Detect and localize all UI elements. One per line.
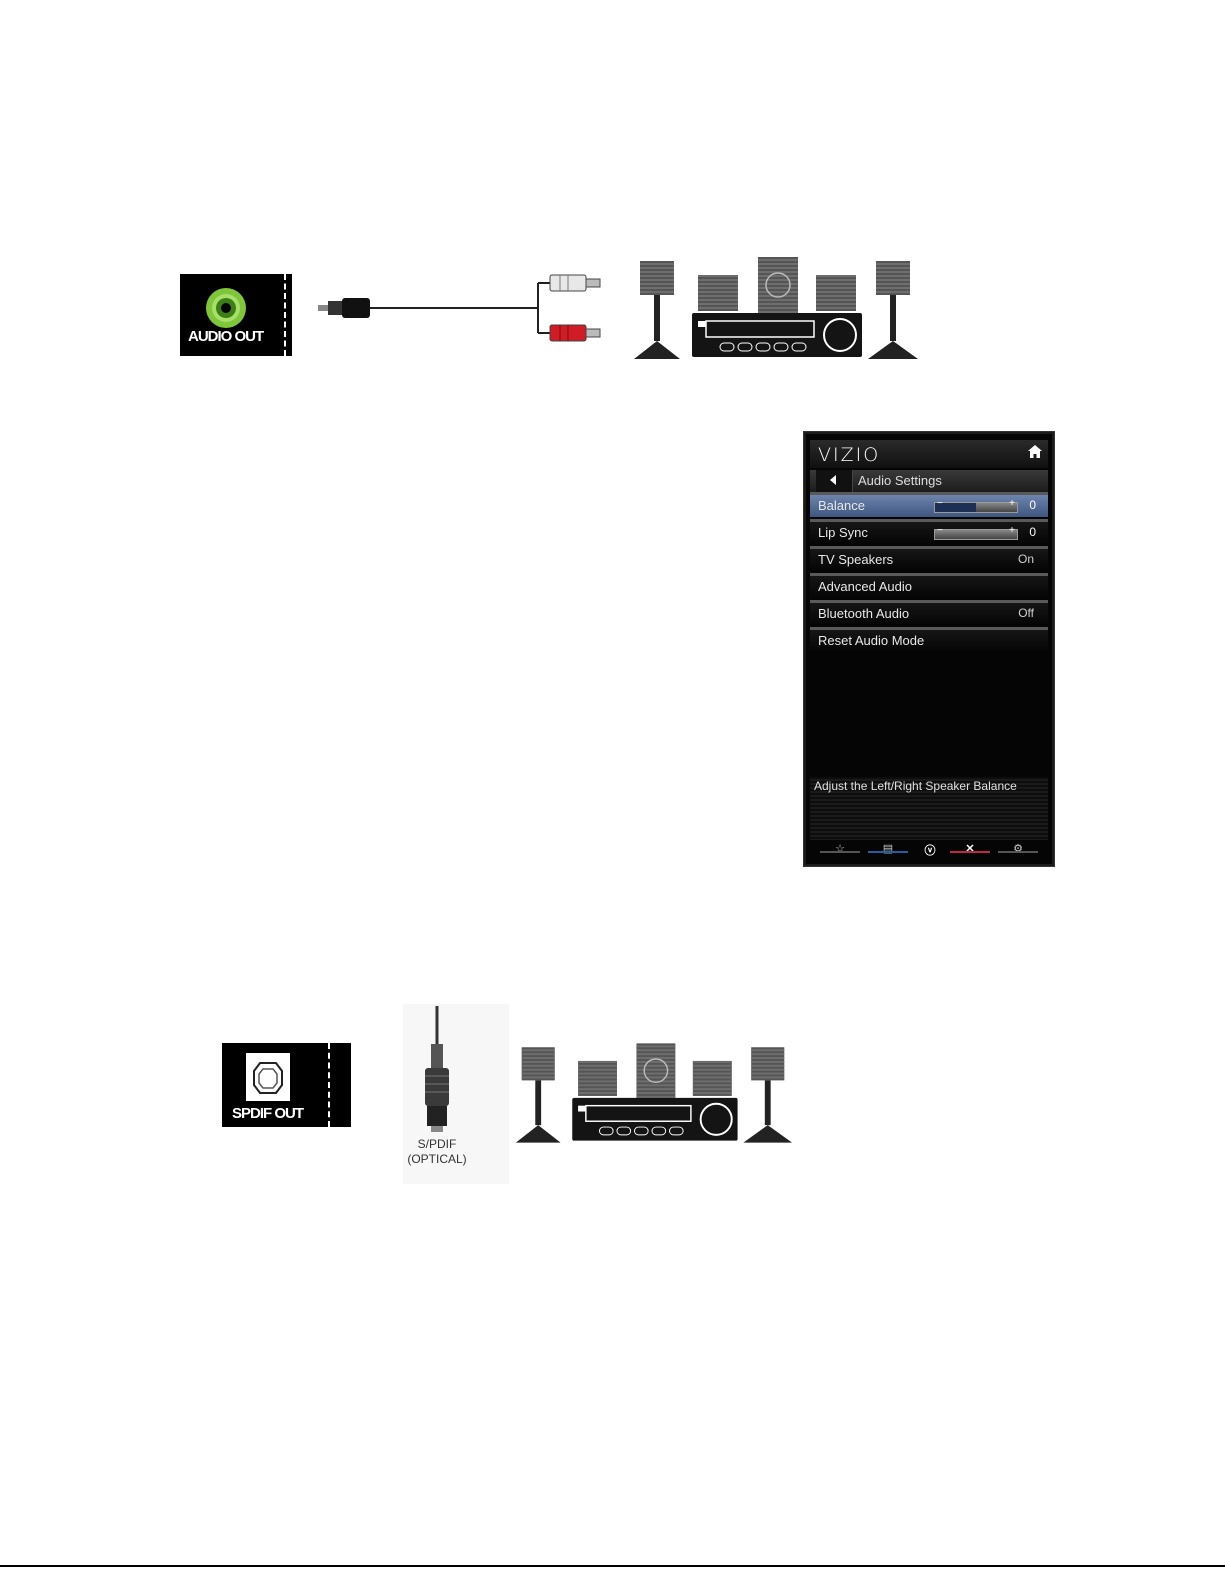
- menu-item-reset-audio-mode[interactable]: Reset Audio Mode: [810, 627, 1048, 652]
- minus-icon: −: [937, 525, 943, 536]
- bar-underline: [998, 851, 1038, 853]
- tv-speakers-value: On: [1018, 552, 1034, 566]
- menu-item-advanced-audio[interactable]: Advanced Audio: [810, 573, 1048, 598]
- caption-line-1: S/PDIF: [403, 1137, 471, 1152]
- lip-sync-value: 0: [1029, 525, 1036, 539]
- spdif-out-label: SPDIF OUT: [232, 1105, 303, 1122]
- bar-underline: [950, 851, 990, 853]
- rca-cable-diagram: [316, 268, 606, 348]
- menu-item-label: Lip Sync: [818, 525, 868, 540]
- cut-edge: [284, 274, 286, 356]
- home-theater-system-icon: [628, 255, 920, 363]
- menu-item-balance[interactable]: Balance − + 0: [810, 492, 1048, 517]
- audio-out-port-card: AUDIO OUT: [180, 274, 292, 356]
- menu-item-tv-speakers[interactable]: TV Speakers On: [810, 546, 1048, 571]
- menu-item-label: TV Speakers: [818, 552, 893, 567]
- balance-slider[interactable]: − +: [934, 502, 1018, 513]
- exit-icon[interactable]: ✕: [950, 842, 990, 855]
- plus-icon: +: [1009, 498, 1015, 509]
- caption-line-2: (OPTICAL): [403, 1152, 471, 1167]
- plus-icon: +: [1009, 525, 1015, 536]
- minus-icon: −: [937, 498, 943, 509]
- vizio-audio-settings-menu: VIZIO Audio Settings Balance − + 0 Lip S…: [803, 431, 1055, 867]
- audio-jack-icon: [204, 286, 248, 330]
- bluetooth-audio-value: Off: [1018, 606, 1034, 620]
- help-text: Adjust the Left/Right Speaker Balance: [814, 779, 1017, 793]
- help-text-panel: Adjust the Left/Right Speaker Balance: [810, 777, 1048, 841]
- page-footer-rule: [0, 1565, 1225, 1567]
- audio-out-label: AUDIO OUT: [188, 328, 263, 345]
- optical-port-shape: [246, 1053, 290, 1101]
- menu-item-label: Reset Audio Mode: [818, 633, 924, 648]
- submenu-header: Audio Settings: [810, 470, 1048, 492]
- vizio-logo: VIZIO: [818, 444, 880, 466]
- optical-cable-caption: S/PDIF (OPTICAL): [403, 1137, 471, 1167]
- back-arrow-icon: [830, 475, 836, 485]
- menu-bottom-bar: ☆ ▤ ⓥ ✕ ⚙: [810, 840, 1048, 862]
- menu-item-label: Bluetooth Audio: [818, 606, 909, 621]
- menu-item-lip-sync[interactable]: Lip Sync − + 0: [810, 519, 1048, 544]
- vizio-v-icon[interactable]: ⓥ: [910, 842, 950, 858]
- bar-underline: [868, 851, 908, 853]
- back-button[interactable]: [816, 470, 853, 492]
- closed-caption-icon[interactable]: ▤: [868, 842, 908, 855]
- optical-port-icon: [246, 1053, 290, 1101]
- menu-item-bluetooth-audio[interactable]: Bluetooth Audio Off: [810, 600, 1048, 625]
- submenu-title: Audio Settings: [858, 473, 942, 488]
- balance-value: 0: [1029, 498, 1036, 512]
- cut-edge: [328, 1043, 330, 1127]
- bar-underline: [820, 851, 860, 853]
- home-icon[interactable]: [1028, 445, 1042, 458]
- menu-item-label: Balance: [818, 498, 865, 513]
- settings-icon[interactable]: ⚙: [998, 842, 1038, 855]
- menu-item-label: Advanced Audio: [818, 579, 912, 594]
- lip-sync-slider[interactable]: − +: [934, 529, 1018, 540]
- star-icon[interactable]: ☆: [820, 842, 860, 855]
- spdif-port-card: SPDIF OUT: [222, 1043, 351, 1127]
- home-theater-system-icon-2: [510, 1040, 794, 1148]
